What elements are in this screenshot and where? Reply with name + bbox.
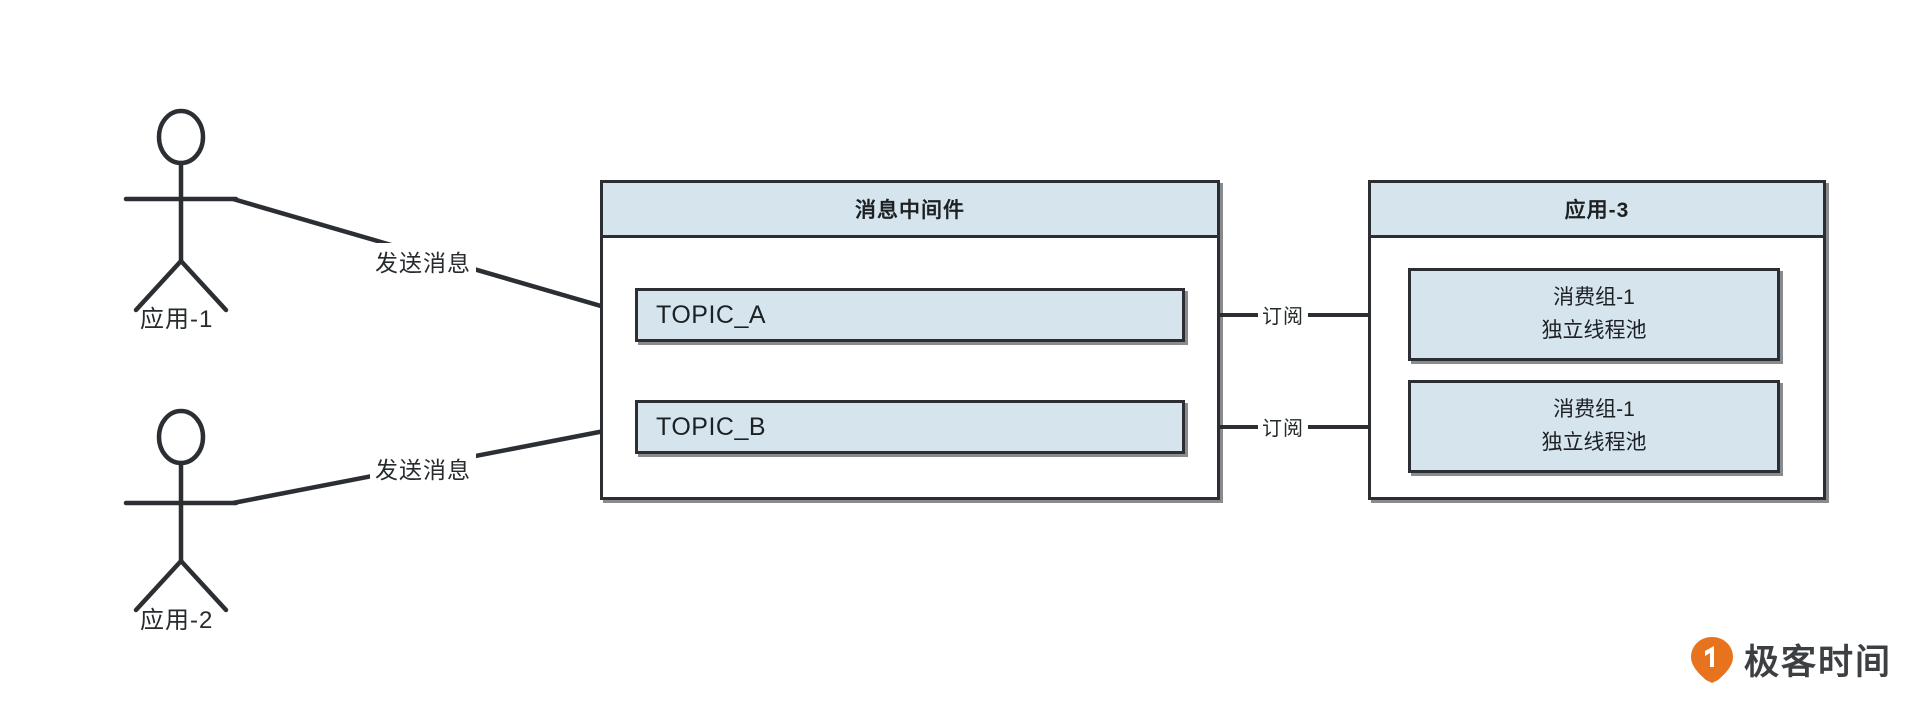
consumer-app-title: 应用-3 bbox=[1564, 199, 1630, 222]
watermark-text: 极客时间 bbox=[1744, 643, 1893, 682]
topic-a-box[interactable]: TOPIC_A bbox=[635, 288, 1185, 342]
actor-1-label: 应用-1 bbox=[140, 306, 214, 333]
geektime-logo-icon bbox=[1691, 636, 1733, 683]
edge-label-subscribe-1: 订阅 bbox=[1258, 299, 1308, 330]
topic-b-box[interactable]: TOPIC_B bbox=[635, 400, 1185, 454]
actor-1-figure bbox=[123, 108, 239, 313]
edge-label-send-message-2: 发送消息 bbox=[370, 450, 476, 486]
consumer-group-2-name: 消费组-1 bbox=[1553, 397, 1635, 421]
actor-2-label: 应用-2 bbox=[140, 607, 214, 634]
edge-label-send-message-1: 发送消息 bbox=[370, 243, 476, 279]
consumer-group-2-detail: 独立线程池 bbox=[1541, 430, 1647, 454]
message-middleware-header: 消息中间件 bbox=[600, 180, 1220, 238]
topic-b-label: TOPIC_B bbox=[656, 412, 767, 441]
edge-label-subscribe-2: 订阅 bbox=[1258, 411, 1308, 442]
topic-a-label: TOPIC_A bbox=[656, 300, 767, 329]
consumer-group-1-box[interactable]: 消费组-1 独立线程池 bbox=[1408, 268, 1780, 361]
actor-2-figure bbox=[123, 408, 239, 613]
watermark: 极客时间 bbox=[1690, 634, 1892, 685]
consumer-app-header: 应用-3 bbox=[1368, 180, 1826, 238]
consumer-group-1-name: 消费组-1 bbox=[1553, 285, 1635, 309]
message-middleware-title: 消息中间件 bbox=[855, 199, 965, 222]
consumer-group-2-box[interactable]: 消费组-1 独立线程池 bbox=[1408, 380, 1780, 473]
consumer-group-1-detail: 独立线程池 bbox=[1541, 318, 1647, 342]
